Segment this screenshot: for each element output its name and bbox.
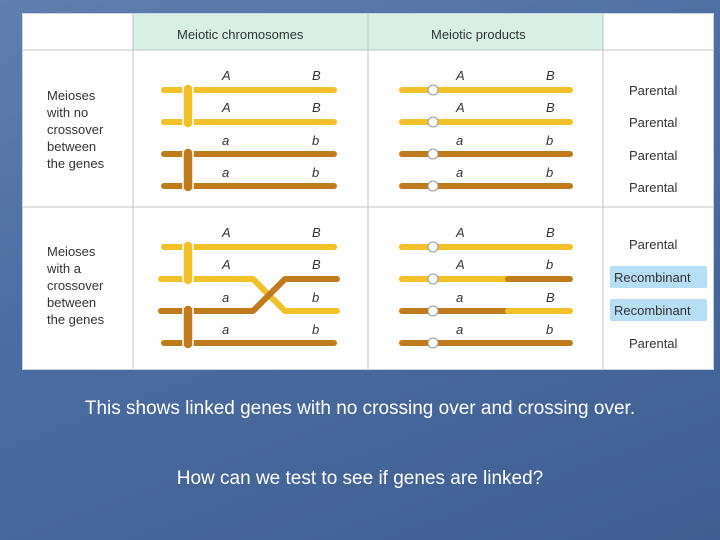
recombinant-highlight xyxy=(610,266,707,288)
row1-label-line5: the genes xyxy=(47,156,105,171)
recombinant-segment-B xyxy=(505,308,573,314)
allele-label: b xyxy=(312,133,319,148)
recombinant-segment-a xyxy=(399,308,511,314)
product-chromatid xyxy=(399,151,573,157)
question-text: How can we test to see if genes are link… xyxy=(176,468,544,489)
allele-label: b xyxy=(546,257,553,272)
row2-label-line1: Meioses xyxy=(47,244,96,259)
header-meiotic-chromosomes: Meiotic chromosomes xyxy=(177,27,304,42)
allele-label: a xyxy=(222,290,229,305)
row1-label-line3: crossover xyxy=(47,122,104,137)
allele-label: A xyxy=(221,68,231,83)
allele-label: B xyxy=(312,68,321,83)
allele-label: A xyxy=(221,257,231,272)
allele-label: A xyxy=(455,257,465,272)
row2-chromosomes: A B A B a b a b xyxy=(158,225,340,350)
allele-label: a xyxy=(222,165,229,180)
allele-label: A xyxy=(455,68,465,83)
chromatid-a-2 xyxy=(161,183,337,189)
result-parental: Parental xyxy=(629,148,678,163)
product-chromatid xyxy=(399,244,573,250)
row2-results: Parental Recombinant Recombinant Parenta… xyxy=(610,237,707,351)
allele-label: B xyxy=(546,290,555,305)
table-grid xyxy=(23,14,713,369)
centromere-A xyxy=(182,240,194,286)
product-centromere xyxy=(427,148,439,160)
product-centromere xyxy=(427,337,439,349)
product-chromatid xyxy=(399,119,573,125)
row1-label-line2: with no xyxy=(46,105,88,120)
product-centromere xyxy=(427,305,439,317)
row1-products: A B A B a b a b xyxy=(399,68,573,192)
allele-label: b xyxy=(312,322,319,337)
allele-label: B xyxy=(312,257,321,272)
chromatid-A-1 xyxy=(161,87,337,93)
row2-label-line3: crossover xyxy=(47,278,104,293)
caption-text: This shows linked genes with no crossing… xyxy=(84,398,636,419)
allele-label: B xyxy=(546,68,555,83)
result-parental: Parental xyxy=(629,180,678,195)
chromatid-a-1 xyxy=(161,151,337,157)
allele-label: A xyxy=(455,225,465,240)
allele-label: b xyxy=(312,290,319,305)
product-chromatid xyxy=(399,87,573,93)
genetics-diagram-panel: Meiotic chromosomes Meiotic products Mei… xyxy=(22,13,714,370)
chromatid-A-1 xyxy=(161,244,337,250)
product-centromere xyxy=(427,84,439,96)
recombinant-segment-A xyxy=(399,276,511,282)
result-parental: Parental xyxy=(629,115,678,130)
result-parental: Parental xyxy=(629,237,678,252)
row1-chromosomes: A B A B a b a b xyxy=(161,68,337,193)
centromere-a xyxy=(182,147,194,193)
result-parental: Parental xyxy=(629,83,678,98)
row1-results: Parental Parental Parental Parental xyxy=(629,83,678,195)
row-label-no-crossover: Meioses with no crossover between the ge… xyxy=(46,88,105,171)
allele-label: a xyxy=(222,322,229,337)
allele-label: A xyxy=(455,100,465,115)
recombinant-segment-b xyxy=(505,276,573,282)
row-label-crossover: Meioses with a crossover between the gen… xyxy=(46,244,105,327)
row1-label-line1: Meioses xyxy=(47,88,96,103)
allele-label: b xyxy=(546,133,553,148)
allele-label: a xyxy=(456,133,463,148)
result-recombinant: Recombinant xyxy=(614,270,691,285)
header-meiotic-products: Meiotic products xyxy=(431,27,526,42)
recombinant-highlight xyxy=(610,299,707,321)
allele-label: B xyxy=(546,100,555,115)
centromere-A xyxy=(182,83,194,129)
allele-label: b xyxy=(546,165,553,180)
product-chromatid xyxy=(399,183,573,189)
allele-label: B xyxy=(546,225,555,240)
allele-label: a xyxy=(456,165,463,180)
centromere-a xyxy=(182,304,194,350)
allele-label: b xyxy=(312,165,319,180)
chromatid-a-2 xyxy=(161,340,337,346)
row2-label-line2: with a xyxy=(46,261,82,276)
allele-label: a xyxy=(222,133,229,148)
product-centromere xyxy=(427,180,439,192)
product-centromere xyxy=(427,273,439,285)
row2-label-line5: the genes xyxy=(47,312,105,327)
allele-label: A xyxy=(221,100,231,115)
product-chromatid xyxy=(399,340,573,346)
chromatid-A-2 xyxy=(161,119,337,125)
allele-label: B xyxy=(312,225,321,240)
allele-label: A xyxy=(221,225,231,240)
allele-label: a xyxy=(456,290,463,305)
allele-label: B xyxy=(312,100,321,115)
crossover-chromatid-a xyxy=(158,276,340,314)
product-centromere xyxy=(427,241,439,253)
meiosis-table: Meiotic chromosomes Meiotic products Mei… xyxy=(23,14,713,369)
row2-label-line4: between xyxy=(47,295,96,310)
allele-label: b xyxy=(546,322,553,337)
row1-label-line4: between xyxy=(47,139,96,154)
product-centromere xyxy=(427,116,439,128)
row2-products: A B A b a B a b xyxy=(399,225,573,349)
allele-label: a xyxy=(456,322,463,337)
result-recombinant: Recombinant xyxy=(614,303,691,318)
result-parental: Parental xyxy=(629,336,678,351)
